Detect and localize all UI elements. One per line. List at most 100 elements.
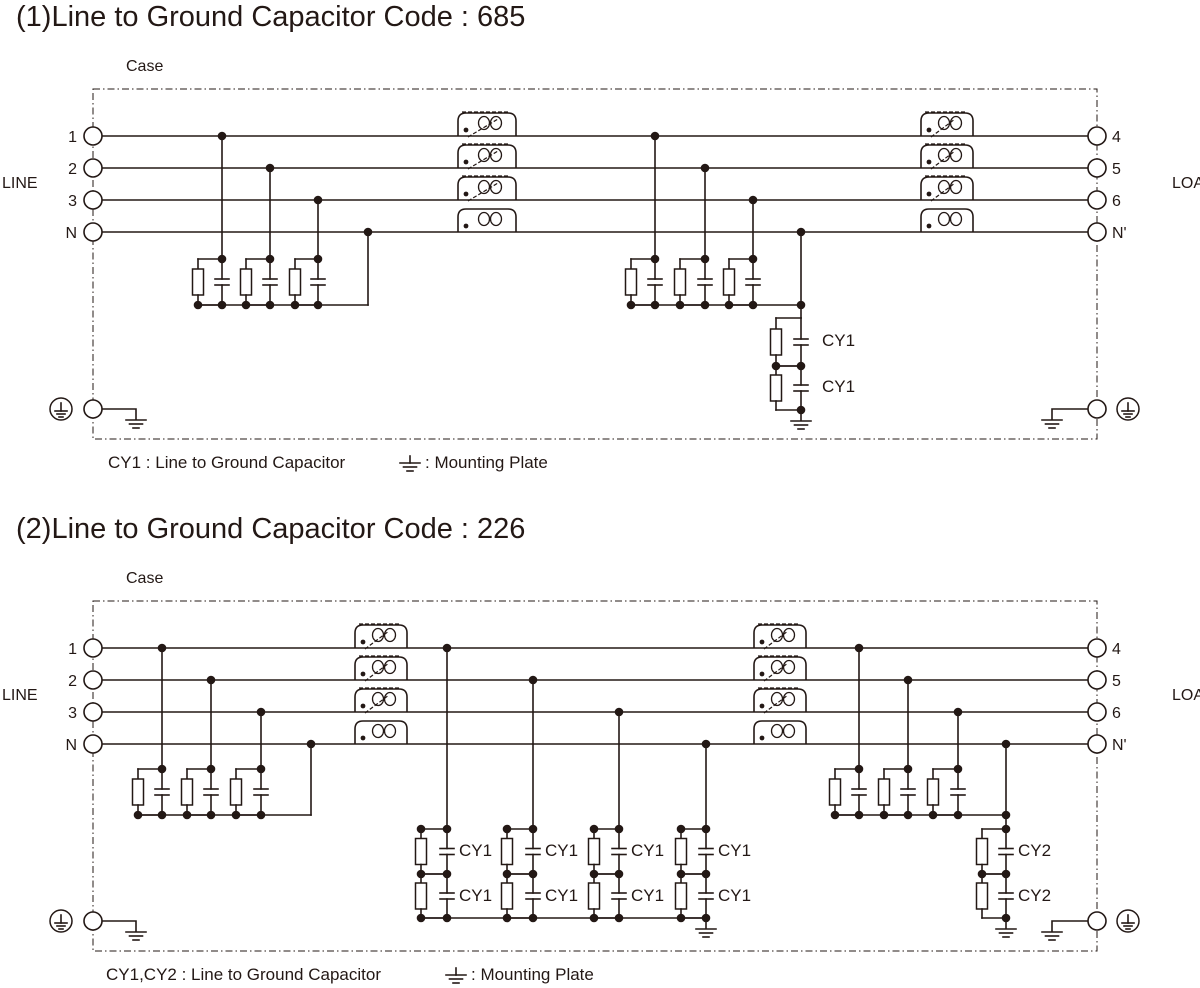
junction-dot [748, 195, 758, 205]
ground-icon [125, 931, 147, 941]
core-line [930, 150, 956, 170]
junction-dot [748, 254, 758, 264]
junction-dot [217, 131, 227, 141]
rc-pair [674, 828, 714, 875]
terminal-circle [83, 638, 103, 658]
diagram-226: (2)Line to Ground Capacitor Code : 226Ca… [2, 513, 1200, 984]
capacitor-icon [998, 828, 1014, 875]
capacitor-icon [698, 828, 714, 875]
junction-dot [676, 869, 686, 879]
cy1-label: CY1 [545, 841, 578, 860]
junction-dot [701, 739, 711, 749]
junction-dot [903, 675, 913, 685]
ground-icon [695, 928, 717, 938]
rc-pair [673, 258, 713, 306]
junction-dot [157, 643, 167, 653]
junction-dot [903, 764, 913, 774]
resistor-icon [769, 317, 783, 367]
polarity-dot [463, 159, 469, 165]
capacitor-icon [611, 873, 627, 919]
x-capacitor-block [828, 643, 1011, 820]
core-line [467, 118, 499, 138]
resistor-icon [500, 828, 514, 875]
common-mode-choke-icon [457, 111, 517, 232]
ground-icon [1041, 419, 1063, 429]
resistor-body [414, 837, 428, 866]
junction-dot [977, 869, 987, 879]
rc-pair [926, 768, 966, 816]
x-capacitor-block [131, 643, 316, 820]
rc-pair [500, 828, 541, 875]
output-terminal-label: 6 [1112, 705, 1121, 722]
resistor-body [624, 268, 638, 296]
polarity-dot [759, 703, 765, 709]
capacitor-icon [998, 873, 1014, 919]
rc-pair [975, 873, 1014, 919]
terminal-circle [1087, 670, 1107, 690]
resistor-body [587, 882, 601, 910]
resistor-icon [587, 873, 601, 919]
junction-dot [217, 254, 227, 264]
x-capacitor-block [191, 131, 373, 310]
choke-winding [920, 144, 974, 168]
polarity-dot [360, 703, 366, 709]
case-outline [92, 600, 1098, 952]
capacitor-icon [310, 258, 326, 306]
resistor-icon [975, 828, 989, 875]
choke-winding [753, 656, 807, 680]
junction-dot [206, 764, 216, 774]
junction-dot [701, 824, 711, 834]
coil-loop [949, 147, 963, 163]
cy1-label: CY1 [459, 886, 492, 905]
capacitor-icon [262, 258, 278, 306]
rc-pair [414, 873, 455, 919]
load-label: LOAD [1172, 687, 1200, 704]
junction-dot [1001, 739, 1011, 749]
junction-dot [528, 824, 538, 834]
case-outline [92, 88, 1098, 440]
resistor-body [769, 374, 783, 402]
choke-winding [920, 208, 974, 232]
resistor-body [500, 882, 514, 910]
resistor-body [587, 837, 601, 866]
common-mode-choke-icon [354, 623, 408, 744]
ground-icon [399, 462, 421, 472]
rc-pair [587, 873, 627, 919]
rc-pair [414, 828, 455, 875]
rc-pair [877, 768, 916, 816]
rc-pair [828, 768, 867, 816]
junction-dot [614, 824, 624, 834]
terminal-circle [1087, 734, 1107, 754]
coil-loop [782, 691, 796, 707]
junction-dot [614, 707, 624, 717]
choke-winding [753, 720, 807, 744]
resistor-icon [769, 365, 783, 411]
coil-loop [782, 627, 796, 643]
core-line [763, 662, 789, 682]
capacitor-icon [900, 768, 916, 816]
resistor-icon [131, 768, 145, 816]
rc-pair [624, 258, 663, 306]
rc-pair [239, 258, 278, 306]
terminal-circle [1087, 126, 1107, 146]
resistor-icon [239, 258, 253, 306]
choke-winding [354, 624, 408, 648]
ground-wire [102, 408, 137, 420]
coil-loop [489, 211, 503, 227]
capacitor-icon [793, 365, 809, 411]
resistor-icon [828, 768, 842, 816]
polarity-dot [926, 223, 932, 229]
coil-loop [383, 627, 397, 643]
mounting-plate-legend: : Mounting Plate [471, 965, 594, 984]
terminal-circle [83, 399, 103, 419]
junction-dot [442, 824, 452, 834]
rc-pair [674, 873, 714, 919]
junction-dot [502, 869, 512, 879]
coil-loop [383, 659, 397, 675]
capacitor-icon [950, 768, 966, 816]
ground-wire [102, 920, 137, 932]
resistor-icon [288, 258, 302, 306]
polarity-dot [360, 735, 366, 741]
junction-dot [206, 675, 216, 685]
